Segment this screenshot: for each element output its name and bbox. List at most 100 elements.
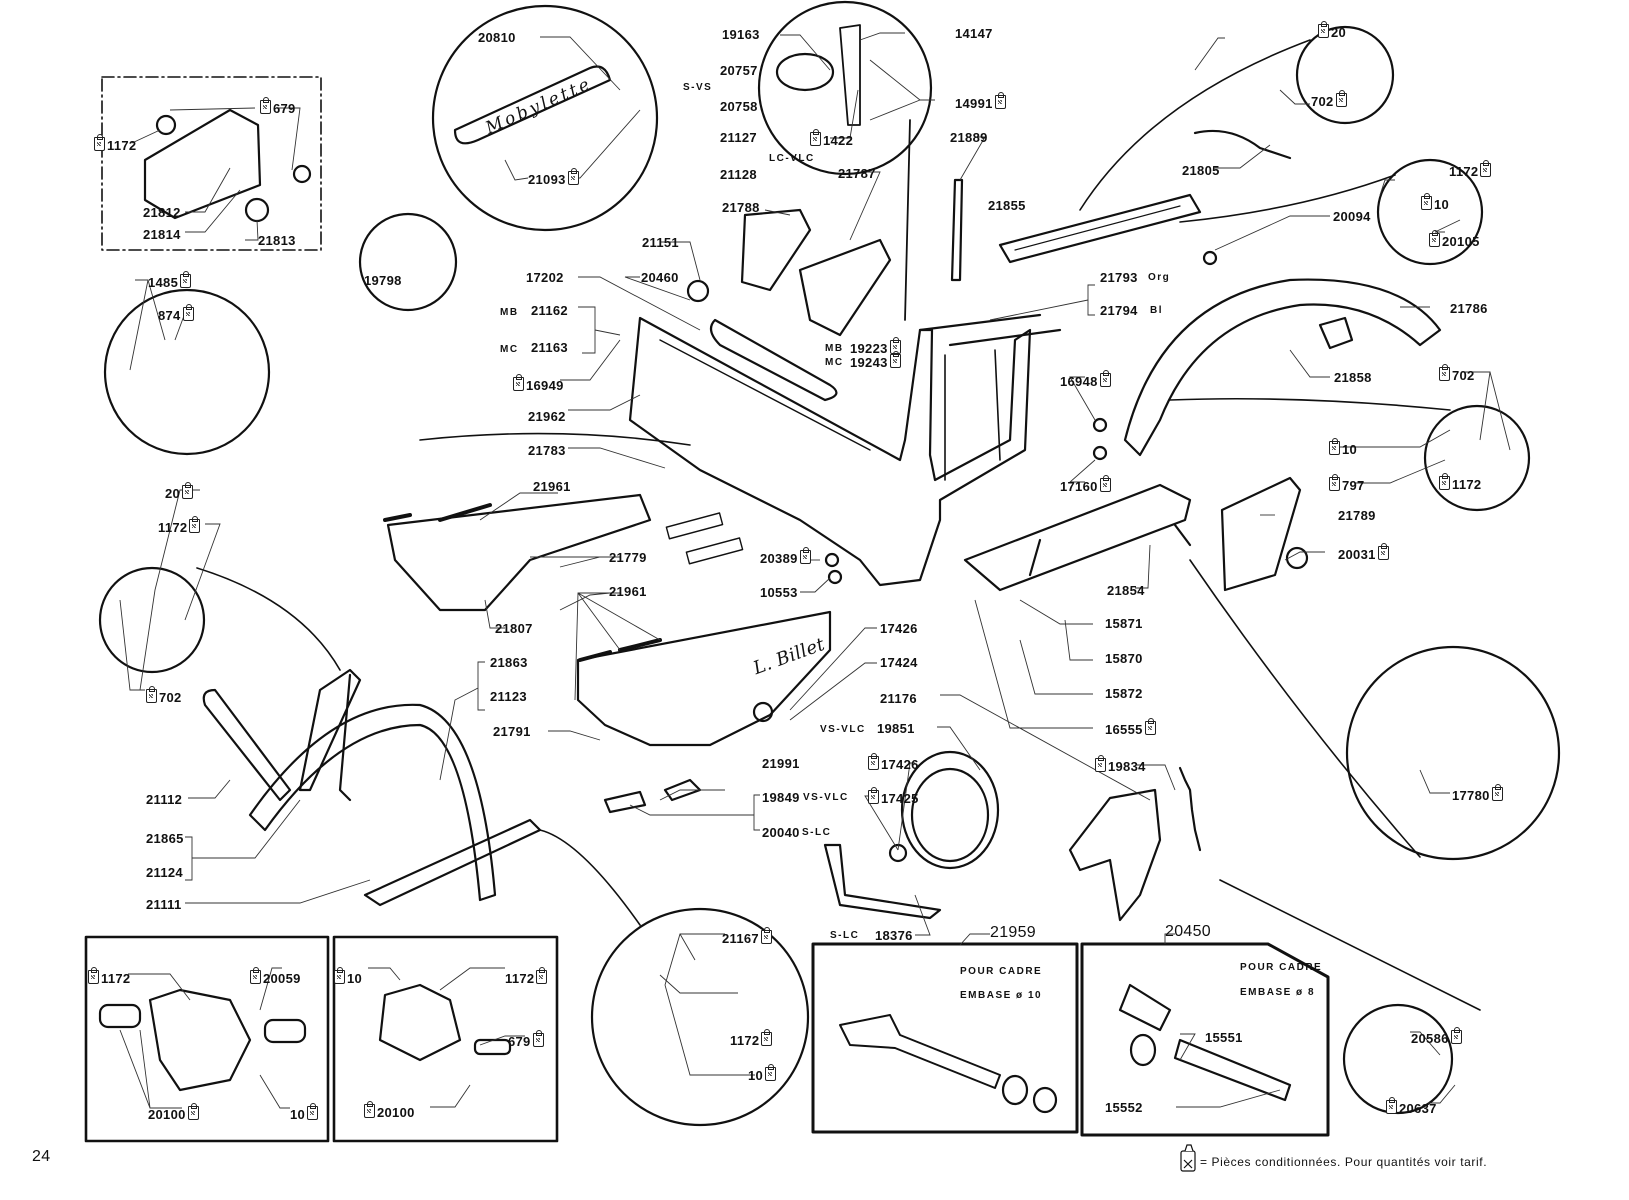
packaged-parts-bag-icon [1480, 160, 1492, 177]
side-cover-21791 [576, 610, 832, 747]
stand-21111 [363, 818, 542, 907]
part-number-label: 20450 [1165, 924, 1211, 940]
label-text: VS-VLC [820, 724, 866, 735]
part-number-label: 21812 [143, 206, 181, 219]
detail-circle-nut-left [98, 566, 206, 674]
label-text: Org [1148, 272, 1171, 283]
detail-circle-bolt-bottom [1342, 1003, 1454, 1115]
part-number-label: 17424 [880, 656, 918, 669]
packaged-parts-bag-icon [1099, 370, 1111, 387]
spring-19834 [1178, 766, 1202, 852]
label-text: 10 [748, 1068, 764, 1083]
packaged-parts-bag-icon [994, 92, 1006, 109]
part-number-label: 17780 [1452, 784, 1505, 803]
part-number-label: 21128 [720, 168, 757, 181]
packaged-parts-bag-icon [1386, 1097, 1397, 1114]
part-number-label: 20 [1316, 21, 1346, 39]
part-number-label: 19849 [762, 791, 800, 804]
part-number-label: 21863 [490, 656, 528, 669]
packaged-parts-bag-icon [513, 374, 524, 391]
part-number-label: 15551 [1205, 1031, 1243, 1044]
packaged-parts-bag-icon [182, 482, 194, 499]
packaged-parts-bag-icon [182, 304, 194, 321]
variant-label: S-LC [802, 828, 831, 838]
label-text: 21779 [609, 550, 647, 565]
part-number-label: 21858 [1334, 371, 1372, 384]
label-text: 17160 [1060, 479, 1098, 494]
stand-21176 [1068, 788, 1162, 922]
label-text: 21961 [609, 584, 647, 599]
detail-circle-nameplate [431, 4, 659, 232]
label-text: 21991 [762, 756, 800, 771]
label-text: 19851 [877, 721, 915, 736]
part-number-label: 21093 [528, 168, 581, 186]
label-text: 20637 [1399, 1101, 1437, 1116]
label-text: 17780 [1452, 788, 1490, 803]
part-number-label: 1172 [158, 516, 202, 534]
part-number-label: 10 [1419, 193, 1450, 212]
plate-21858 [1318, 316, 1354, 350]
label-text: 874 [158, 308, 181, 323]
part-number-label: 21167 [722, 927, 774, 945]
label-text: 10 [290, 1107, 306, 1122]
part-number-label: 10 [290, 1103, 320, 1122]
detail-circle-clamp [757, 0, 933, 176]
part-number-label: 20389 [760, 547, 813, 565]
label-text: EMBASE ø 8 [1240, 987, 1316, 998]
label-text: 1172 [505, 971, 535, 986]
part-number-label: 21855 [988, 199, 1026, 212]
label-text: 1422 [823, 133, 854, 148]
variant-label: EMBASE ø 10 [960, 991, 1042, 1001]
variant-label: VS-VLC [820, 725, 866, 735]
part-number-label: 16948 [1060, 370, 1113, 388]
label-text: 17202 [526, 270, 564, 285]
part-number-label: 21176 [880, 692, 917, 705]
detail-box-tail-lamp [101, 76, 322, 251]
packaged-parts-bag-icon [1095, 755, 1106, 772]
label-text: 15871 [1105, 616, 1143, 631]
part-number-label: 21162 [531, 304, 568, 317]
label-text: 10 [1434, 197, 1450, 212]
fork-21112 [202, 688, 292, 802]
packaged-parts-bag-icon [146, 686, 157, 703]
label-text: 702 [1452, 368, 1475, 383]
variant-label: MB [500, 308, 519, 318]
label-text: 15872 [1105, 686, 1143, 701]
label-text: EMBASE ø 10 [960, 990, 1043, 1001]
detail-box-hub-left [84, 935, 330, 1143]
label-text: 20040 [762, 825, 800, 840]
label-text: 21123 [490, 689, 527, 704]
label-text: 21783 [528, 443, 566, 458]
packaged-parts-bag-icon [1491, 784, 1503, 801]
part-number-label: 702 [1311, 90, 1349, 109]
packaged-parts-bag-icon [1144, 718, 1156, 735]
label-text: 19163 [722, 27, 760, 42]
label-text: 14147 [955, 26, 993, 41]
label-text: 21812 [143, 205, 181, 220]
label-text: 20059 [263, 971, 301, 986]
label-text: 20450 [1165, 923, 1211, 940]
rear-rack [998, 193, 1202, 264]
part-number-label: 21112 [146, 793, 182, 806]
part-number-label: 21789 [1338, 509, 1376, 522]
label-text: 21151 [642, 235, 679, 250]
packaged-parts-bag-icon [1318, 21, 1329, 38]
packaged-parts-bag-icon [1439, 473, 1450, 490]
label-text: 10 [347, 971, 363, 986]
detail-circle-bolt-right [1376, 158, 1484, 266]
label-text: 20094 [1333, 209, 1371, 224]
seat-plate [709, 318, 838, 402]
part-number-label: 797 [1327, 474, 1365, 492]
label-text: 21111 [146, 897, 182, 912]
label-text: 702 [1311, 94, 1334, 109]
packaged-parts-bag-icon [180, 271, 192, 288]
packaged-parts-bag-icon [765, 1064, 777, 1081]
packaged-parts-bag-icon [1099, 475, 1111, 492]
packaged-parts-bag-icon [250, 967, 261, 984]
part-number-label: 10553 [760, 586, 798, 599]
part-number-label: 874 [158, 304, 196, 323]
part-number-label: 20059 [248, 967, 301, 986]
packaged-parts-bag-icon [1450, 1027, 1462, 1044]
label-text: 20460 [641, 270, 679, 285]
